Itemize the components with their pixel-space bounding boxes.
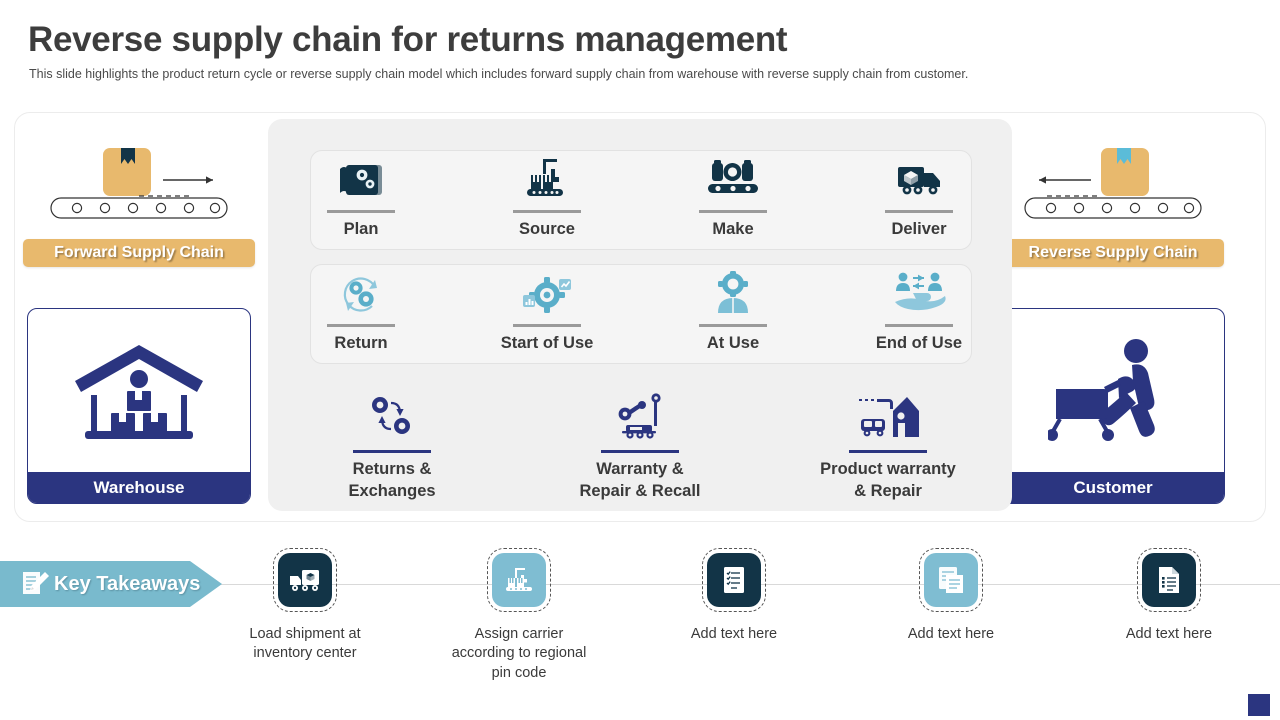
delivery-truck-icon: [892, 155, 946, 203]
takeaway-label: Add text here: [690, 626, 778, 642]
forward-supply-chain-badge[interactable]: Forward Supply Chain: [23, 239, 255, 267]
use-stages-card: [310, 264, 972, 364]
stage-label: Start of Use: [500, 334, 594, 352]
conveyor-box-right-arrow-icon: [50, 148, 228, 219]
robot-arm-repair-icon: [612, 391, 668, 443]
stage-rule: [885, 210, 953, 213]
reverse-supply-chain-column: Reverse Supply Chain: [984, 112, 1242, 522]
forward-supply-chain-column: Forward Supply Chain: [10, 112, 268, 522]
stage-end-of-use[interactable]: End of Use: [826, 269, 1012, 354]
warehouse-icon: [28, 309, 250, 472]
takeaway-item-1[interactable]: Load shipment at inventory center: [210, 548, 400, 664]
two-gears-cycle-icon: [365, 391, 419, 443]
document-lines-icon: [1137, 548, 1201, 612]
customer-card[interactable]: Customer: [1001, 308, 1225, 504]
document-pencil-icon: [20, 571, 50, 604]
stage-label: Make: [712, 220, 754, 238]
stage-label: Product warranty & Repair: [820, 459, 956, 500]
takeaway-item-2[interactable]: Assign carrier according to regional pin…: [424, 548, 614, 683]
stage-start-of-use[interactable]: Start of Use: [454, 269, 640, 354]
stage-row-use: Return: [268, 269, 1012, 354]
supply-chain-stages-panel: Plan: [268, 119, 1012, 511]
stage-plan[interactable]: Plan: [268, 155, 454, 240]
stage-make[interactable]: Make: [640, 155, 826, 240]
stage-rule: [849, 450, 927, 453]
stage-label: Plan: [343, 220, 379, 238]
recycle-gears-icon: [336, 269, 386, 317]
page-subtitle: This slide highlights the product return…: [29, 67, 969, 81]
stage-rule: [353, 450, 431, 453]
takeaway-label: Load shipment at inventory center: [249, 626, 361, 662]
stage-rule: [327, 210, 395, 213]
handover-people-icon: [891, 269, 947, 317]
key-takeaways-label: Key Takeaways: [54, 573, 201, 595]
stage-row-services: Returns & Exchanges: [268, 391, 1012, 502]
takeaway-item-5[interactable]: Add text here: [1074, 548, 1264, 644]
stage-rule: [513, 324, 581, 327]
reverse-conveyor-graphic: [984, 140, 1242, 220]
takeaway-item-4[interactable]: Add text here: [856, 548, 1046, 644]
customer-shopping-cart-icon: [1002, 309, 1224, 472]
service-warranty-repair-recall[interactable]: Warranty & Repair & Recall: [516, 391, 764, 502]
truck-box-icon: [273, 548, 337, 612]
key-takeaways-banner[interactable]: Key Takeaways: [0, 561, 222, 607]
gear-analytics-icon: [519, 269, 575, 317]
stage-rule: [699, 324, 767, 327]
takeaway-item-3[interactable]: Add text here: [639, 548, 829, 644]
stage-rule: [699, 210, 767, 213]
copy-document-icon: [919, 548, 983, 612]
stage-label: At Use: [706, 334, 760, 352]
page-title: Reverse supply chain for returns managem…: [28, 20, 788, 59]
user-gear-icon: [709, 269, 757, 317]
checklist-icon: [702, 548, 766, 612]
conveyor-box-left-arrow-icon: [1024, 148, 1202, 219]
stage-rule: [513, 210, 581, 213]
stage-deliver[interactable]: Deliver: [826, 155, 1012, 240]
stage-at-use[interactable]: At Use: [640, 269, 826, 354]
stage-rule: [885, 324, 953, 327]
corner-marker: [1248, 694, 1270, 716]
stage-label: Returns & Exchanges: [348, 459, 436, 500]
stage-return[interactable]: Return: [268, 269, 454, 354]
takeaway-label: Add text here: [907, 626, 995, 642]
key-takeaways-list: Load shipment at inventory center: [208, 548, 1280, 683]
stage-label: Warranty & Repair & Recall: [579, 459, 701, 500]
takeaway-label: Add text here: [1125, 626, 1213, 642]
forward-stages-card: [310, 150, 972, 250]
service-product-warranty-repair[interactable]: Product warranty & Repair: [764, 391, 1012, 502]
stage-label: Deliver: [891, 220, 947, 238]
crane-conveyor-icon: [487, 548, 551, 612]
stage-rule: [327, 324, 395, 327]
stage-source[interactable]: Source: [454, 155, 640, 240]
takeaway-label: Assign carrier according to regional pin…: [451, 626, 587, 681]
reverse-supply-chain-badge[interactable]: Reverse Supply Chain: [1002, 239, 1224, 267]
warehouse-label: Warehouse: [28, 472, 250, 503]
stage-label: Return: [334, 334, 388, 352]
warehouse-card[interactable]: Warehouse: [27, 308, 251, 504]
stage-row-forward: Plan: [268, 155, 1012, 240]
crane-conveyor-icon: [521, 155, 573, 203]
production-line-icon: [704, 155, 762, 203]
service-returns-exchanges[interactable]: Returns & Exchanges: [268, 391, 516, 502]
van-house-service-icon: [857, 391, 919, 443]
stage-label: Source: [519, 220, 575, 238]
customer-label: Customer: [1002, 472, 1224, 503]
stage-rule: [601, 450, 679, 453]
stage-label: End of Use: [875, 334, 963, 352]
blueprint-gears-icon: [336, 155, 386, 203]
forward-conveyor-graphic: [10, 140, 268, 220]
